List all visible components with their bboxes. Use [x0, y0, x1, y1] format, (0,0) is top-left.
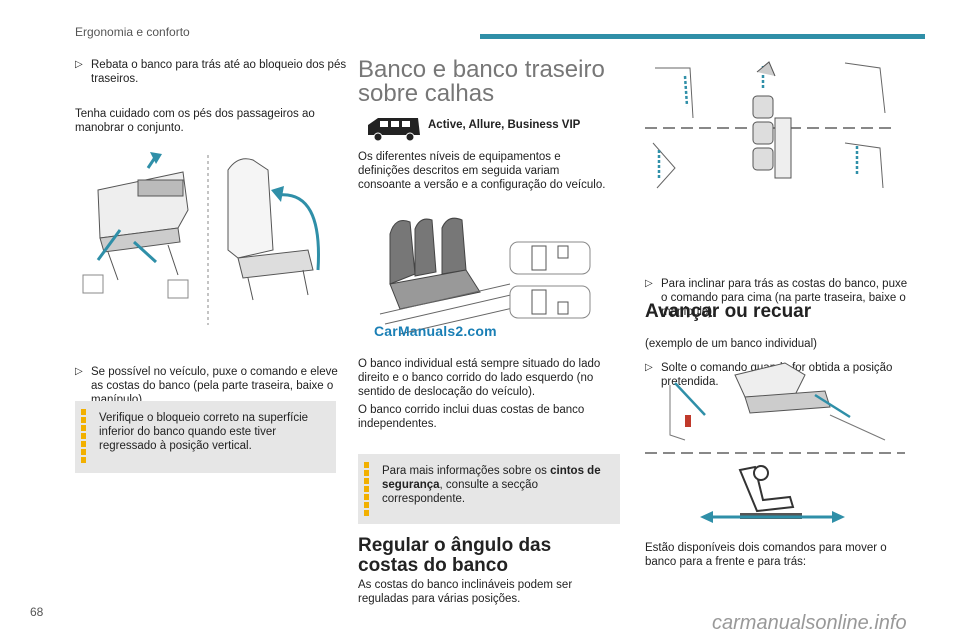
note-box: Para mais informações sobre os cintos de… [358, 454, 620, 524]
note-text-part: Para mais informações sobre os [382, 465, 551, 477]
rail-seats-illustration [370, 214, 600, 344]
header-accent-bar [480, 34, 925, 39]
paragraph: O banco corrido inclui duas costas de ba… [358, 404, 585, 430]
seat-fold-drawing [82, 152, 320, 325]
footer-watermark: carmanualsonline.info [712, 612, 907, 634]
paragraph: Os diferentes níveis de equipamentos e d… [358, 151, 606, 191]
paragraph: (exemplo de um banco individual) [645, 338, 817, 350]
bullet-item: ▷ Rebata o banco para trás até ao bloque… [75, 58, 351, 86]
arrow-bullet-icon: ▷ [75, 366, 83, 377]
note-stripe-icon [81, 409, 86, 465]
bullet-item: ▷ Se possível no veículo, puxe o comando… [75, 365, 351, 407]
bullet-text: Para inclinar para trás as costas do ban… [661, 278, 908, 318]
seat-fold-illustration [78, 150, 336, 328]
section-heading: Banco e banco traseiro sobre calhas [358, 56, 605, 107]
paragraph: As costas do banco inclináveis podem ser… [358, 579, 573, 605]
bullet-text: Se possível no veículo, puxe o comando e… [91, 366, 338, 406]
bullet-text: Rebata o banco para trás até ao bloqueio… [91, 59, 347, 85]
version-list: Active, Allure, Business VIP [428, 119, 581, 131]
version-label: Active [428, 119, 463, 131]
note-text: Para mais informações sobre os cintos de… [382, 464, 612, 506]
version-label: Business VIP [507, 119, 581, 131]
note-stripe-icon [364, 462, 369, 516]
subsection-heading: Regular o ângulo das costas do banco [358, 535, 552, 576]
arrow-bullet-icon: ▷ [645, 362, 653, 373]
paragraph: Estão disponíveis dois comandos para mov… [645, 542, 887, 568]
van-icon [364, 115, 422, 143]
watermark-text: CarManuals2.com [374, 323, 497, 339]
arrow-bullet-icon: ▷ [645, 278, 653, 289]
bullet-item: ▷ Para inclinar para trás as costas do b… [645, 277, 916, 319]
arrow-bullet-icon: ▷ [75, 59, 83, 70]
note-box: Verifique o bloqueio correto na superfíc… [75, 401, 336, 473]
paragraph: O banco individual está sempre situado d… [358, 358, 601, 398]
note-text-part: , consulte a secção correspondente. [382, 479, 538, 505]
seat-recline-illustration [645, 58, 895, 193]
note-text-bold: cintos de segurança [382, 465, 601, 491]
seat-slide-illustration [645, 355, 905, 530]
subsection-heading: Avançar ou recuar [645, 301, 812, 322]
version-label: Allure [468, 119, 502, 131]
page-number: 68 [30, 605, 44, 619]
paragraph: Tenha cuidado com os pés dos passageiros… [75, 108, 315, 134]
section-title: Ergonomia e conforto [75, 25, 190, 39]
note-text: Verifique o bloqueio correto na superfíc… [99, 412, 309, 452]
